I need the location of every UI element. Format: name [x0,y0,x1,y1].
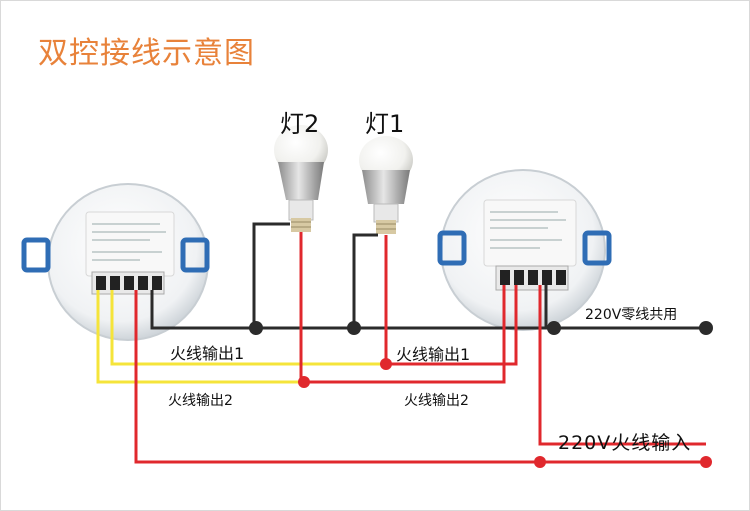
output-wires [96,290,384,384]
live-output-1-left-label: 火线输出1 [170,344,245,363]
lamp-2-neutral-wire [252,222,290,328]
switch-left-label-sticker [85,211,175,277]
live-output-2-left-label: 火线输出2 [168,393,233,409]
neutral-terminal [699,321,713,335]
live-output-1-right-label: 火线输出1 [396,345,471,364]
switch-right-clip-left [437,230,467,266]
live-input-wire-left [134,290,706,464]
output-2-wire-left [96,290,304,384]
live-junction-lamp-2 [298,376,310,388]
neutral-junction-3 [547,321,561,335]
neutral-junction-2 [347,321,361,335]
neutral-wires [150,222,706,330]
switch-right-label-sticker [483,199,577,267]
live-junction-input [534,456,546,468]
output-1-wire-left [110,290,384,366]
lamp-1-bulb [359,136,413,234]
live-wires [134,232,706,464]
live-input-terminal [700,456,712,468]
neutral-junction-1 [249,321,263,335]
switch-left-clip-right [180,237,210,273]
lamp-2-live-wire [299,232,506,384]
lamp-2-bulb [274,125,328,232]
switch-left-clip-left [21,237,51,273]
lamp-1-neutral-wire [352,233,378,328]
switch-right-clip-right [582,230,612,266]
live-output-2-right-label: 火线输出2 [404,393,469,409]
lamp-2-label: 灯2 [280,110,320,138]
lamp-1-live-wire [384,235,518,366]
neutral-shared-label: 220V零线共用 [585,307,678,323]
live-junction-lamp-1 [380,358,392,370]
switch-left [21,183,210,341]
neutral-main-line [150,290,706,330]
live-input-wire-right [538,285,706,446]
lamp-1-label: 灯1 [365,110,405,138]
live-input-label: 220V火线输入 [558,432,692,454]
switch-right [437,169,612,331]
diagram-title: 双控接线示意图 [38,36,255,71]
